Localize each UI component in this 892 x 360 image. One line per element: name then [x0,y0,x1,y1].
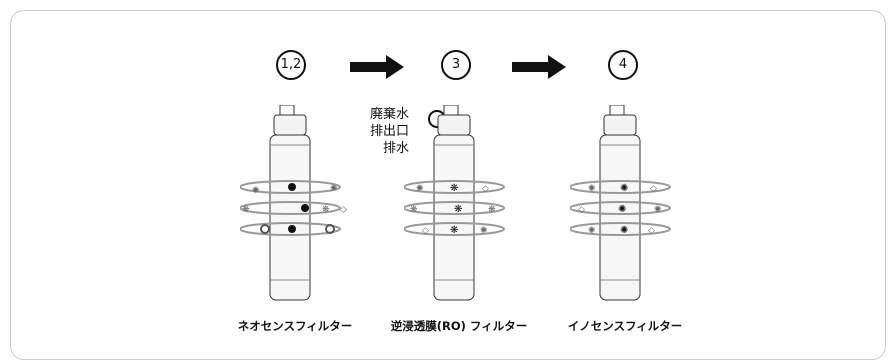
svg-text:◇: ◇ [648,226,655,236]
arrow-right-icon [350,55,404,79]
svg-text:✺: ✺ [618,204,626,215]
arrow-right-icon [512,55,566,79]
svg-text:❋: ❋ [454,204,462,215]
svg-text:✺: ✺ [588,226,596,236]
svg-text:❋: ❋ [450,225,458,236]
svg-text:◇: ◇ [340,205,347,215]
svg-text:◇: ◇ [650,184,657,194]
innosense-filter-illustration: ✺ ✺ ✺ ✺ ◇ ◇ ✺ ✺ ◇ [570,105,671,301]
svg-text:✺: ✺ [654,205,662,215]
filter-caption-neosense: ネオセンスフィルター [237,319,353,333]
svg-text:◇: ◇ [578,205,585,215]
neosense-filter-illustration: ✺ ✺ ❋ ❋ ◇ [240,105,347,301]
svg-text:◇: ◇ [422,226,429,236]
svg-text:❋: ❋ [488,205,496,215]
svg-text:✺: ✺ [416,184,424,194]
step-3-badge: 3 [441,50,471,80]
svg-text:✺: ✺ [252,186,260,196]
svg-text:❋: ❋ [450,183,458,194]
svg-text:❋: ❋ [242,205,250,215]
ro-outlet-label-line: 排出口 [370,124,410,139]
svg-text:✺: ✺ [588,184,596,194]
ro-filter-illustration: ❋ ❋ ❋ ✺ ◇ ❋ ❋ ◇ ✺ [404,105,505,301]
svg-text:❋: ❋ [322,205,330,215]
svg-text:◇: ◇ [482,184,489,194]
filter-caption-ro: 逆浸透膜(RO) フィルター [390,319,528,333]
ro-outlet-label-line: 廃棄水 [370,107,410,122]
svg-text:✺: ✺ [480,226,488,236]
ro-outlet-label: 廃棄水 排出口 排水 [370,106,409,157]
svg-text:✺: ✺ [620,183,628,194]
svg-text:✺: ✺ [330,184,338,194]
step-4-badge: 4 [608,50,638,80]
svg-text:❋: ❋ [410,205,418,215]
svg-text:✺: ✺ [620,225,628,236]
ro-outlet-label-line: 排水 [383,141,410,156]
filter-caption-innosense: イノセンスフィルター [567,319,683,333]
step-1-2-badge: 1,2 [276,50,306,80]
